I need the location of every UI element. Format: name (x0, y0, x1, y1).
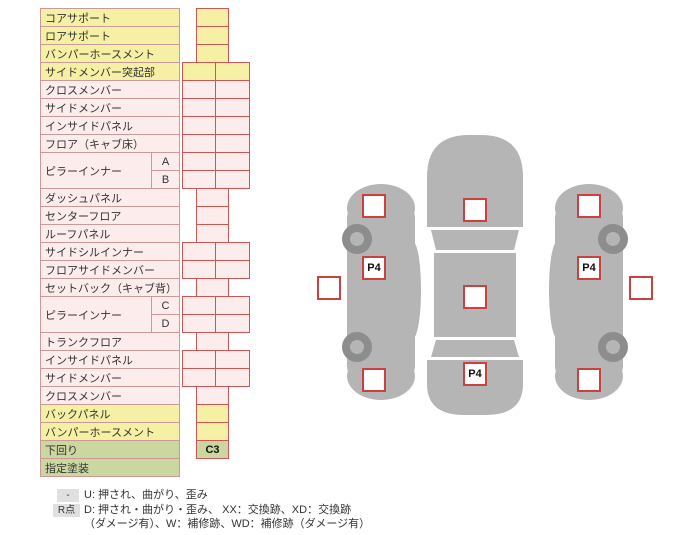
part-label: サイドシルインナー (40, 242, 180, 261)
damage-grid-cell (182, 98, 216, 117)
damage-marker (577, 368, 601, 392)
damage-marker (317, 276, 341, 300)
right-front-wheel-hub (606, 232, 620, 246)
damage-marker (629, 276, 653, 300)
damage-grid-cell (215, 350, 250, 369)
damage-grid-cell (182, 242, 216, 261)
damage-grid-cell (215, 62, 250, 81)
damage-grid-cell (182, 116, 216, 135)
damage-grid-cell (182, 134, 216, 153)
damage-grid-cell (196, 26, 229, 45)
car-front-section (427, 135, 523, 227)
part-label: コアサポート (40, 8, 180, 27)
part-label: クロスメンバー (40, 80, 180, 99)
part-sub-label: A (151, 152, 180, 171)
damage-marker (577, 194, 601, 218)
part-sub-label: C (151, 296, 180, 315)
damage-grid-cell (215, 260, 250, 279)
left-front-wheel-hub (350, 232, 364, 246)
car-top-view (427, 135, 523, 415)
part-label: サイドメンバー突起部 (40, 62, 180, 81)
legend-line-d-1: D: 押され・曲がり・歪み、 XX：交換跡、XD：交換跡 (84, 504, 352, 516)
damage-grid-cell (182, 62, 216, 81)
part-label: サイドメンバー (40, 368, 180, 387)
damage-grid-cell (215, 152, 250, 171)
part-label: インサイドパネル (40, 350, 180, 369)
part-label: センターフロア (40, 206, 180, 225)
damage-grid-cell (215, 134, 250, 153)
damage-grid-cell (215, 170, 250, 189)
car-windshield (431, 230, 519, 250)
car-rear-window (431, 340, 519, 357)
damage-grid-cell (215, 368, 250, 387)
legend-line-d-2: （ダメージ有）、W：補修跡、WD：補修跡（ダメージ有） (84, 518, 371, 530)
damage-grid-cell (182, 80, 216, 99)
damage-grid-cell (215, 296, 250, 315)
damage-grid-cell (196, 404, 229, 423)
legend-line-u: U: 押され、曲がり、歪み (84, 489, 208, 501)
damage-grid-cell (215, 98, 250, 117)
damage-grid-cell (196, 44, 229, 63)
damage-grid-cell (196, 206, 229, 225)
left-roofline (405, 242, 421, 338)
damage-grid-cell (182, 260, 216, 279)
damage-grid-cell (182, 368, 216, 387)
damage-grid-cell (196, 224, 229, 243)
part-label: サイドメンバー (40, 98, 180, 117)
damage-grid-cell (182, 152, 216, 171)
damage-grid-cell (196, 8, 229, 27)
part-label: フロア（キャブ床） (40, 134, 180, 153)
part-label: ピラーインナー (40, 152, 152, 189)
damage-marker-labeled: P4 (463, 362, 487, 386)
damage-grid-cell-coded: C3 (196, 440, 229, 459)
damage-grid-cell (182, 296, 216, 315)
part-label: フロアサイドメンバー (40, 260, 180, 279)
car-trunk-section (427, 360, 523, 415)
part-label: 指定塗装 (40, 458, 180, 477)
part-label: バックパネル (40, 404, 180, 423)
damage-grid-cell (196, 386, 229, 405)
part-label: ピラーインナー (40, 296, 152, 333)
part-label: ダッシュパネル (40, 188, 180, 207)
damage-grid-cell (182, 314, 216, 333)
part-label: ルーフパネル (40, 224, 180, 243)
part-label: バンパーホースメント (40, 422, 180, 441)
right-rear-wheel-hub (606, 340, 620, 354)
part-label: セットバック（キャブ背） (40, 278, 180, 297)
part-label: クロスメンバー (40, 386, 180, 405)
damage-grid-cell (196, 188, 229, 207)
damage-marker-labeled: P4 (577, 256, 601, 280)
damage-grid-cell (182, 170, 216, 189)
part-label: 下回り (40, 440, 180, 459)
left-rear-wheel-hub (350, 340, 364, 354)
damage-marker (463, 198, 487, 222)
part-label: バンパーホースメント (40, 44, 180, 63)
part-label: トランクフロア (40, 332, 180, 351)
damage-marker (362, 194, 386, 218)
part-label: インサイドパネル (40, 116, 180, 135)
damage-marker-labeled: P4 (362, 256, 386, 280)
damage-grid-cell (196, 332, 229, 351)
damage-marker (362, 368, 386, 392)
part-sub-label: D (151, 314, 180, 333)
part-sub-label: B (151, 170, 180, 189)
damage-grid-cell (215, 314, 250, 333)
damage-grid-cell (182, 350, 216, 369)
part-label: ロアサポート (40, 26, 180, 45)
damage-grid-cell (215, 116, 250, 135)
damage-grid-cell (215, 80, 250, 99)
damage-grid-cell (215, 242, 250, 261)
damage-grid-cell (196, 422, 229, 441)
legend-badge-rpoint: R点 (53, 504, 80, 517)
damage-marker (463, 285, 487, 309)
right-roofline (549, 242, 565, 338)
damage-grid-cell (196, 278, 229, 297)
legend-badge-dash: - (57, 489, 79, 502)
